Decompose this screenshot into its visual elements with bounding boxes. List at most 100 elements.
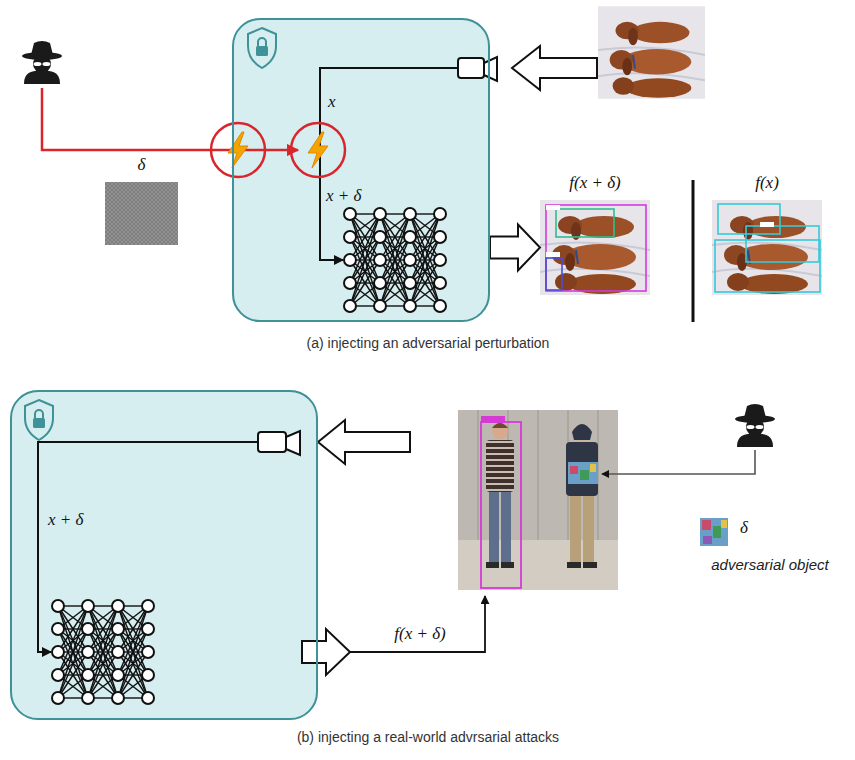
circle-part [291,123,345,177]
rect-part [567,562,581,568]
network-neuron [82,646,94,658]
network-neuron [434,208,446,220]
network-neuron [344,300,356,312]
network-neuron [112,646,124,658]
rect-part [721,520,727,528]
subfigure-caption: (b) injecting a real-world advrsarial at… [297,728,559,746]
patch-caption: adversarial object [711,556,829,574]
camera-icon [458,57,497,81]
network-neuron [344,254,356,266]
injection-point [291,123,345,177]
noise-image [105,182,178,245]
attack-line [602,450,755,474]
network-neuron [434,231,446,243]
rect-part [570,466,578,474]
rect-part [486,440,514,492]
network-link [58,629,88,698]
network-neuron [404,254,416,266]
path-part [25,400,53,440]
rect-part [33,418,45,428]
rect-part [258,432,286,452]
network-neuron [404,277,416,289]
path-part [35,410,43,418]
system-ground [10,390,318,720]
polygon-part [484,57,497,81]
network-neuron [374,277,386,289]
rect-part [700,518,728,546]
network-neuron [142,692,154,704]
rect-part [546,252,560,257]
rect-part [760,222,774,227]
path-part [737,434,773,447]
rect-part [546,258,562,290]
lock-icon [248,28,276,68]
text-holder: (a) injecting an adversarial perturbatio… [307,334,550,352]
rect-part [556,209,614,237]
circle-part [746,418,764,436]
ellipse-part [34,62,42,66]
spy-icon [735,404,775,447]
rect-part [583,496,594,564]
ellipse-part [747,425,755,429]
output-label: f(x) [755,173,779,193]
path-part [492,423,508,428]
injection-point [211,123,265,177]
network-neuron [404,231,416,243]
rect-part [256,46,268,56]
input-symbol: x [328,92,336,112]
output-image: f(x) [712,200,822,295]
network-link [380,237,410,306]
text-holder: δ [740,518,748,538]
neural-network [52,600,154,704]
network-neuron [374,231,386,243]
people-photo [458,410,618,590]
ellipse-part [756,425,764,429]
network-neuron [374,254,386,266]
rect-part [580,470,589,480]
rect-part [566,442,598,496]
text-holder: x [328,92,336,112]
protected-system: x + δ [10,390,318,720]
output-photo [712,200,822,295]
path-part [24,71,60,84]
network-neuron [404,208,416,220]
rect-part [713,526,721,538]
rect-part [481,416,505,423]
detection-boxes [546,205,646,291]
network-neuron [82,669,94,681]
flow-arrow [490,225,540,271]
polygon-part [308,132,328,168]
perturbation-symbol: δ [740,518,748,538]
network-neuron [142,669,154,681]
rect-part [458,410,618,590]
network-neuron [434,254,446,266]
polygon-part [286,431,300,455]
network-neuron [52,669,64,681]
polygon-part [228,132,248,168]
rect-part [702,520,711,530]
rect-part [590,464,596,472]
network-neuron [112,623,124,635]
divider-line [692,180,695,322]
rect-part [481,422,521,588]
network-neuron [82,623,94,635]
network-neuron [344,277,356,289]
text-holder: f(x) [755,173,779,193]
rect-part [746,226,819,262]
rect-part [568,462,598,484]
perturbed-input: x + δ [326,186,361,206]
circle-part [33,55,51,73]
rect-part [458,58,484,78]
network-neuron [52,646,64,658]
input-photo [598,6,705,98]
rect-part [715,240,820,292]
detection-boxes [715,204,820,292]
network-neuron [82,692,94,704]
text-holder: x + δ [326,186,361,206]
network-link [350,237,380,306]
rect-part [718,204,780,234]
